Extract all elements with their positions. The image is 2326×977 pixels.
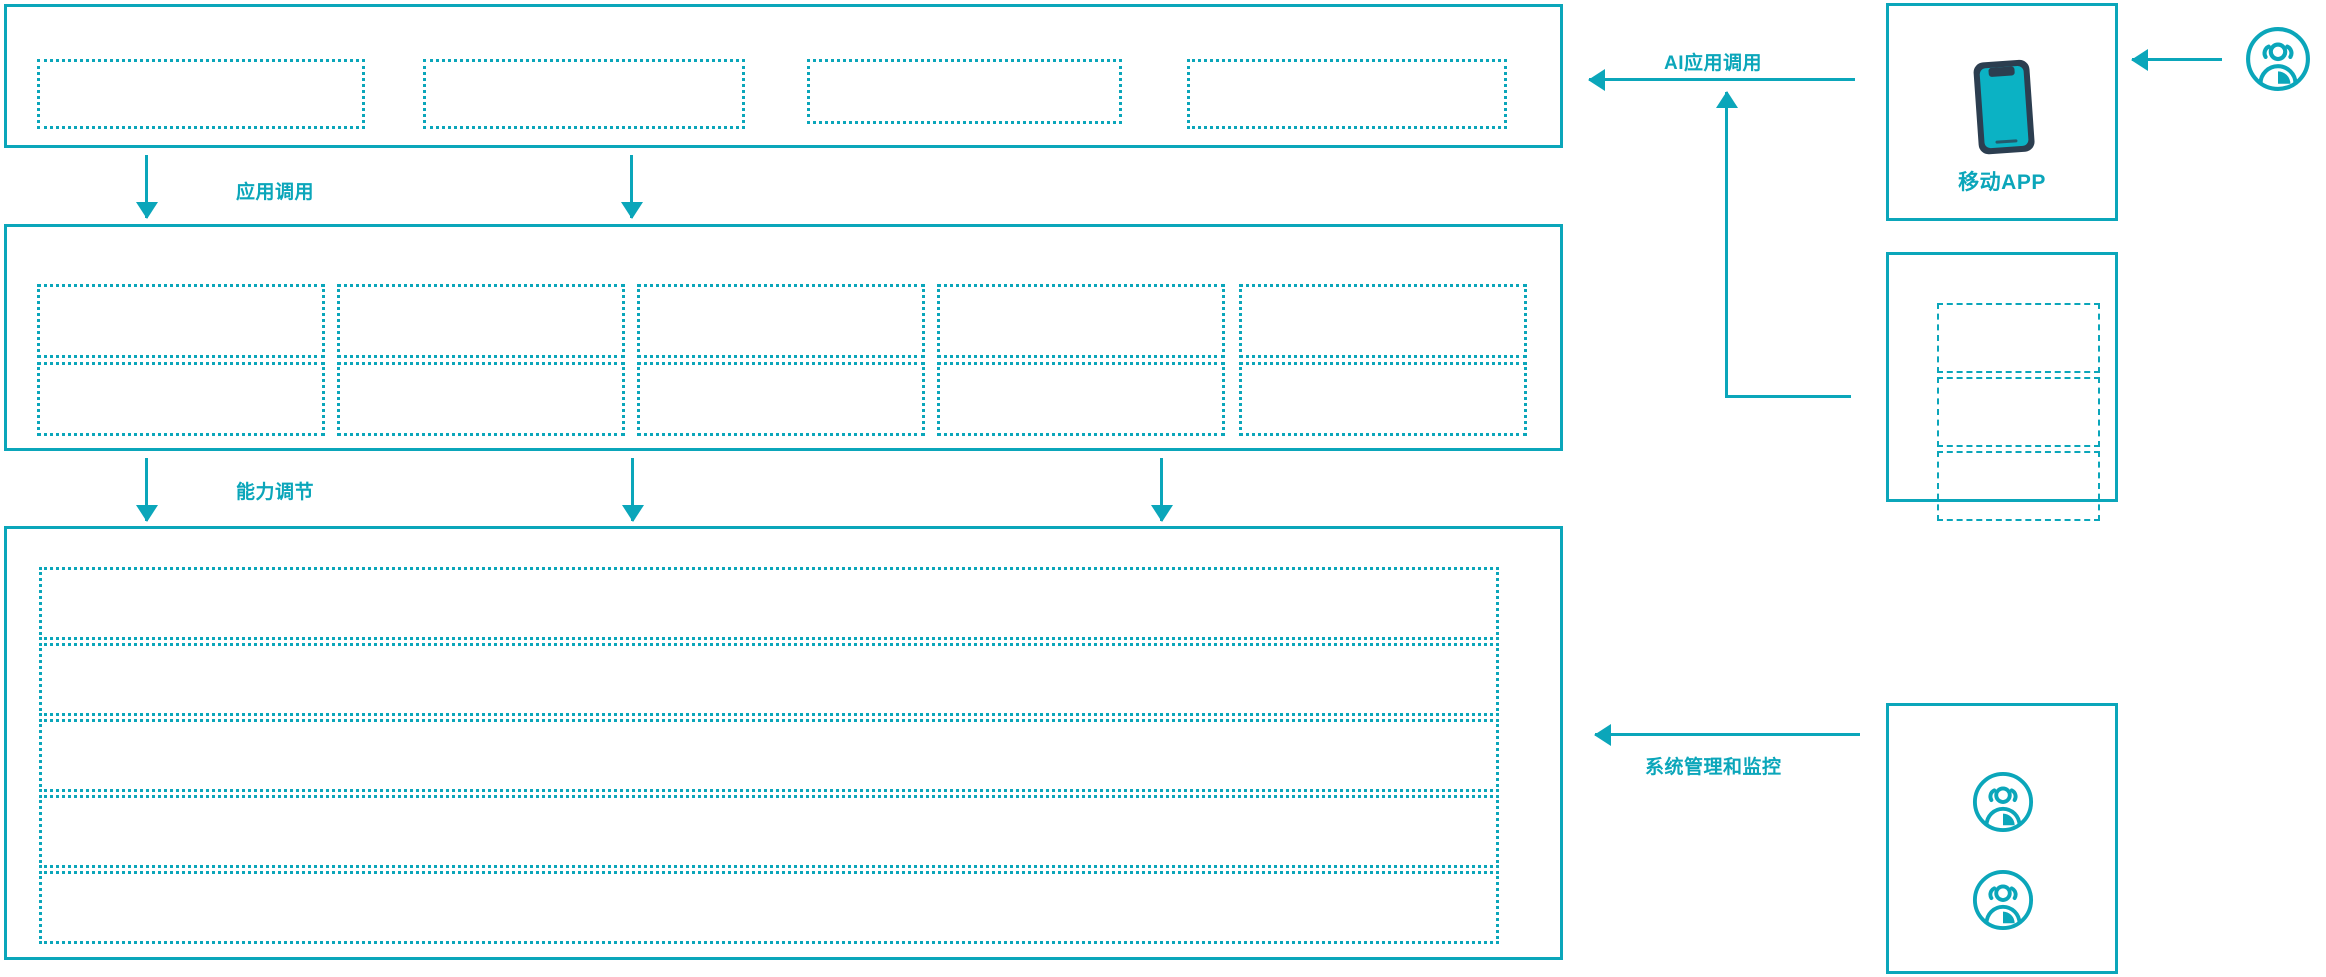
application-layer-box-4[interactable] — [1187, 59, 1507, 129]
capability-layer-box-r2c3[interactable] — [637, 362, 925, 436]
capability-adjust-arrow-3 — [1160, 458, 1163, 521]
capability-layer-box-r2c4[interactable] — [937, 362, 1225, 436]
capability-layer-box-r1c2[interactable] — [337, 284, 625, 358]
user-group-icon-external-user[interactable] — [2245, 26, 2311, 92]
capability-layer-box-r2c2[interactable] — [337, 362, 625, 436]
capability-adjust-arrow-1 — [145, 458, 148, 521]
ai-app-invoke-label: AI应用调用 — [1664, 53, 1763, 74]
mobile-app-card[interactable]: 移动APP — [1886, 3, 2118, 221]
module-card-box-1[interactable] — [1937, 303, 2100, 373]
infrastructure-band-5[interactable] — [39, 871, 1499, 944]
application-layer-box-2[interactable] — [423, 59, 745, 129]
application-layer-panel[interactable] — [4, 4, 1563, 148]
module-card[interactable] — [1886, 252, 2118, 521]
operators-card[interactable] — [1886, 703, 2118, 974]
application-layer-box-1[interactable] — [37, 59, 365, 129]
infrastructure-band-3[interactable] — [39, 719, 1499, 792]
capability-adjust-label: 能力调节 — [236, 482, 315, 503]
capability-layer-box-r2c5[interactable] — [1239, 362, 1527, 436]
system-manage-monitor-arrow — [1595, 733, 1860, 736]
module-card-box-2[interactable] — [1937, 377, 2100, 447]
user-group-icon-operator-2[interactable] — [1972, 869, 2034, 931]
module-card-elbow-horizontal — [1725, 395, 1851, 398]
infrastructure-band-4[interactable] — [39, 795, 1499, 868]
module-card-box-3[interactable] — [1937, 451, 2100, 521]
app-invoke-arrow-2 — [630, 155, 633, 218]
user-group-icon-operator-1[interactable] — [1972, 771, 2034, 833]
infrastructure-band-1[interactable] — [39, 567, 1499, 640]
system-manage-monitor-label: 系统管理和监控 — [1645, 757, 1782, 778]
infrastructure-band-2[interactable] — [39, 643, 1499, 716]
capability-adjust-arrow-2 — [631, 458, 634, 521]
module-card-elbow-vertical — [1725, 92, 1728, 398]
app-invoke-label: 应用调用 — [236, 182, 315, 203]
capability-layer-box-r2c1[interactable] — [37, 362, 325, 436]
capability-layer-box-r1c5[interactable] — [1239, 284, 1527, 358]
smartphone-icon — [1967, 56, 2043, 156]
capability-layer-box-r1c3[interactable] — [637, 284, 925, 358]
application-layer-box-3[interactable] — [807, 59, 1122, 124]
infrastructure-layer-panel[interactable] — [4, 526, 1563, 960]
external-user-arrow — [2132, 58, 2222, 61]
ai-app-invoke-arrow — [1589, 78, 1855, 81]
mobile-app-card-label: 移动APP — [1958, 171, 2046, 194]
capability-layer-panel[interactable] — [4, 224, 1563, 451]
app-invoke-arrow-1 — [145, 155, 148, 218]
capability-layer-box-r1c1[interactable] — [37, 284, 325, 358]
capability-layer-box-r1c4[interactable] — [937, 284, 1225, 358]
